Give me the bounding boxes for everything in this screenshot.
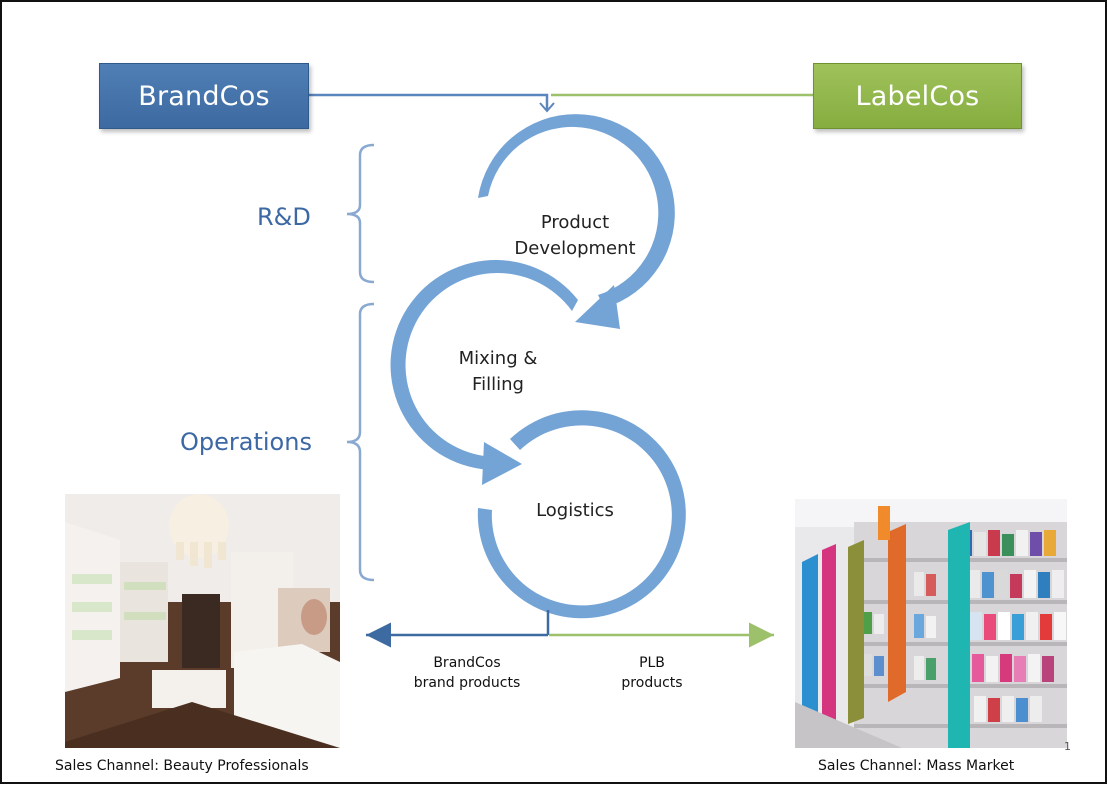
beauty-salon-photo [65,494,340,748]
left-channel-caption: Sales Channel: Beauty Professionals [55,758,309,774]
labelcos-label: LabelCos [855,80,980,112]
right-channel-caption: Sales Channel: Mass Market [818,758,1015,774]
brandcos-products-label: BrandCos brand products [413,655,521,691]
rnd-label: R&D [257,203,311,231]
plb-products-label: PLB products [621,655,683,691]
cycle-arrows [390,114,686,619]
product-development-label: Product Development [514,212,636,259]
operations-label: Operations [180,428,312,456]
brandcos-box: BrandCos [99,63,309,129]
rnd-bracket [346,143,375,284]
operations-bracket [346,302,375,582]
mass-market-shelf-photo [795,499,1067,748]
brandcos-label: BrandCos [138,80,270,112]
labelcos-box: LabelCos [813,63,1022,129]
page-number: 1 [1064,740,1071,753]
connector-arrowhead [539,102,555,113]
brandcos-connector [307,93,549,110]
logistics-label: Logistics [536,500,614,521]
mixing-filling-label: Mixing & Filling [458,348,538,395]
